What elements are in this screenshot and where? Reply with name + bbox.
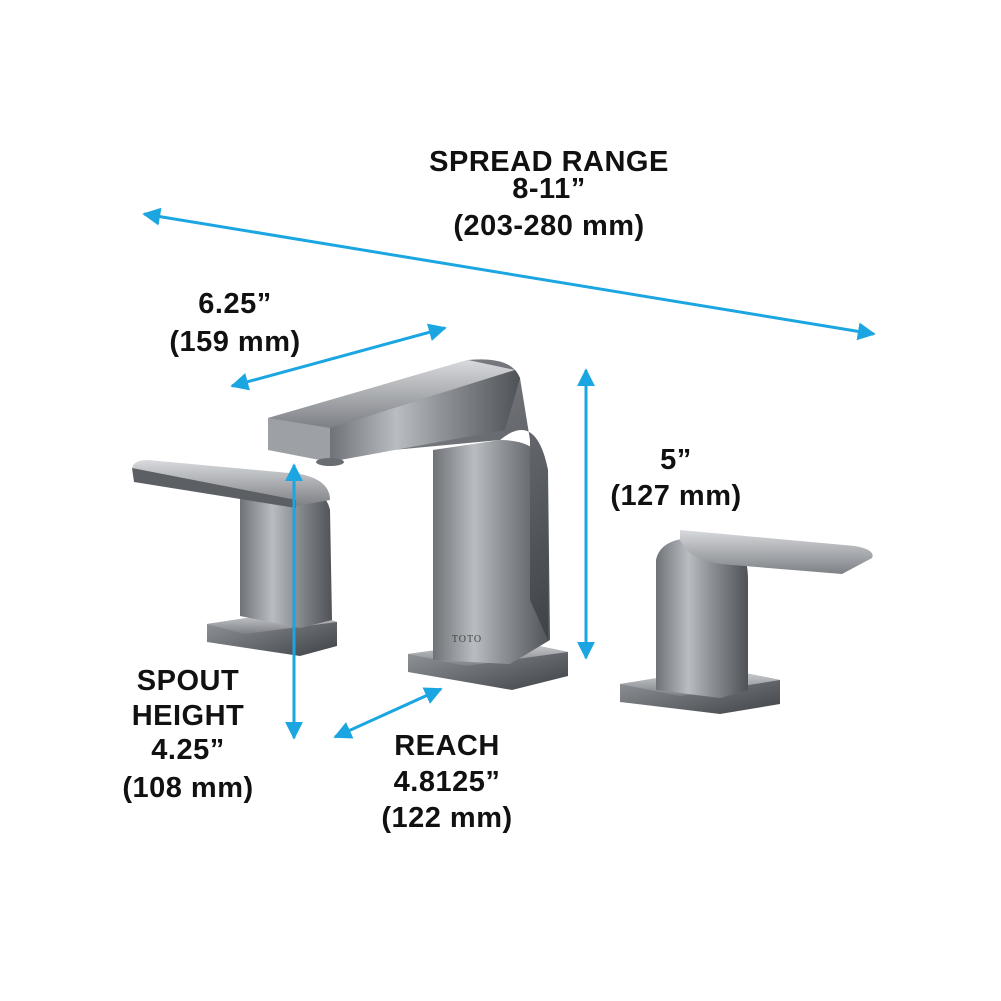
svg-text:(203-280 mm): (203-280 mm)	[453, 210, 644, 242]
handle-width-label: 6.25” (159 mm)	[169, 288, 300, 358]
handle-width-arrow	[230, 323, 447, 391]
svg-text:5”: 5”	[660, 444, 692, 476]
right-handle	[620, 530, 873, 714]
reach-arrow	[333, 687, 443, 739]
svg-text:8-11”: 8-11”	[512, 173, 585, 205]
svg-text:HEIGHT: HEIGHT	[132, 700, 245, 732]
brand-logo: TOTO	[452, 634, 482, 645]
spout: TOTO	[268, 359, 568, 690]
svg-text:(127 mm): (127 mm)	[610, 480, 741, 512]
spout-height-label: SPOUT HEIGHT 4.25” (108 mm)	[122, 665, 253, 804]
svg-text:SPOUT: SPOUT	[137, 665, 239, 697]
spread-label: SPREAD RANGE 8-11” (203-280 mm)	[429, 146, 669, 242]
left-handle	[132, 460, 337, 656]
svg-text:6.25”: 6.25”	[198, 288, 271, 320]
svg-text:SPREAD RANGE: SPREAD RANGE	[429, 146, 669, 178]
svg-text:4.25”: 4.25”	[151, 734, 224, 766]
svg-text:4.8125”: 4.8125”	[394, 766, 501, 798]
svg-text:REACH: REACH	[394, 730, 500, 762]
svg-text:(122 mm): (122 mm)	[381, 802, 512, 834]
svg-text:(108 mm): (108 mm)	[122, 772, 253, 804]
height-label: 5” (127 mm)	[610, 444, 741, 512]
reach-label: REACH 4.8125” (122 mm)	[381, 730, 512, 834]
svg-text:(159 mm): (159 mm)	[169, 326, 300, 358]
spread-arrow	[142, 207, 876, 341]
